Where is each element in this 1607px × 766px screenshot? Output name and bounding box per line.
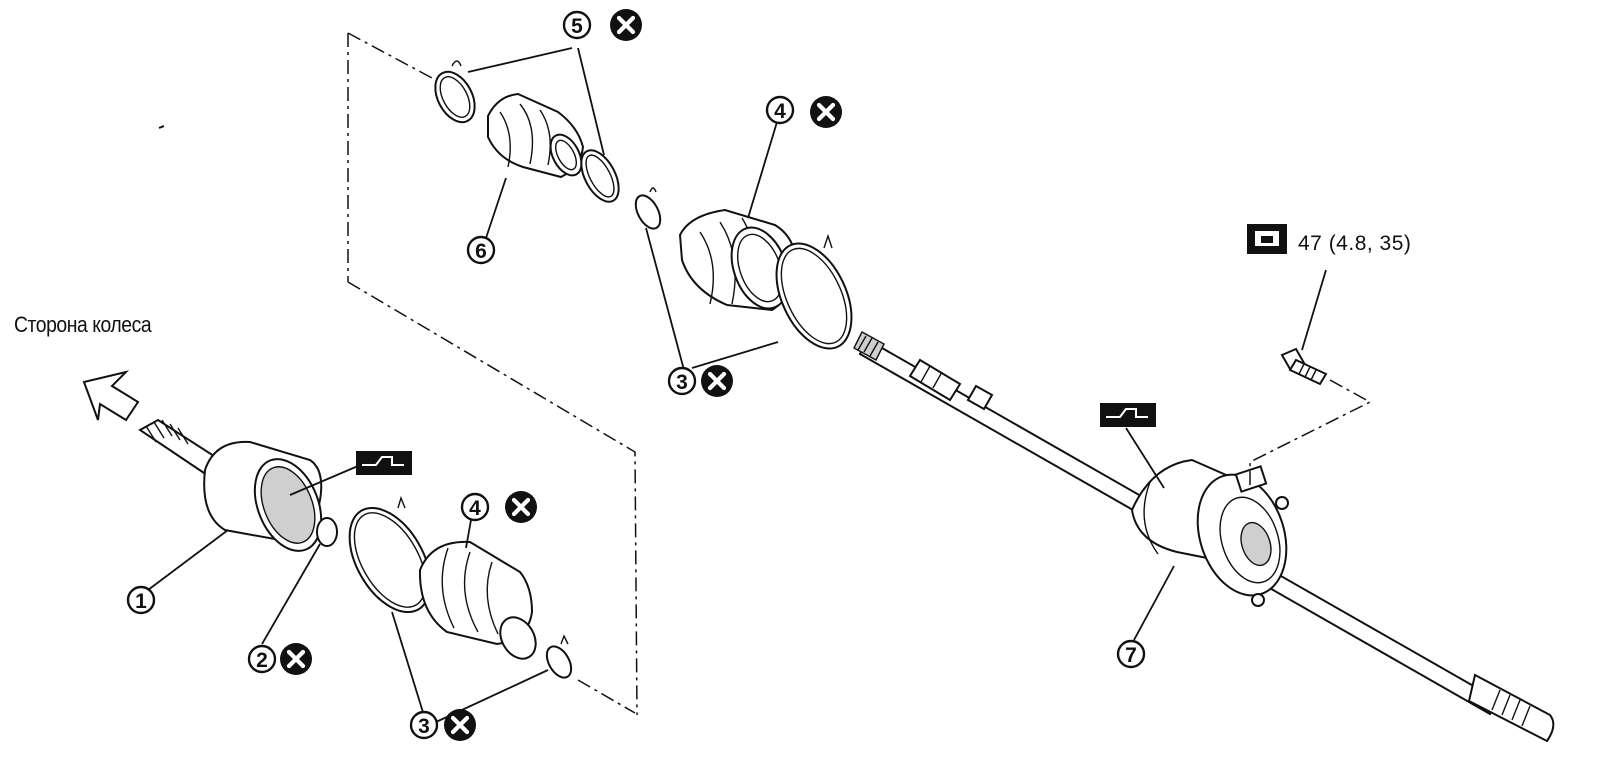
callout-number: 4 xyxy=(774,100,786,123)
x-circle-icon xyxy=(444,709,476,741)
callout-number: 7 xyxy=(1125,644,1137,667)
outlined-arrow-icon xyxy=(82,370,140,422)
callout-2: 2 xyxy=(247,644,277,674)
support-bearing-housing xyxy=(1130,458,1289,607)
wheel-side-label: Сторона колеса xyxy=(14,312,152,337)
callout-6: 6 xyxy=(466,235,496,265)
callout-7: 7 xyxy=(1116,639,1146,669)
upper-boot-assembly xyxy=(434,60,662,230)
callout-1: 1 xyxy=(126,585,156,615)
callout-number: 2 xyxy=(256,649,268,672)
callout-3-lower: 3 xyxy=(409,710,439,740)
callout-3-upper: 3 xyxy=(667,366,697,396)
callout-number: 5 xyxy=(571,15,583,38)
torque-wrench-icon xyxy=(1247,224,1287,254)
callout-number: 3 xyxy=(676,371,688,394)
flange-bolt xyxy=(1249,347,1372,485)
outer-cv-joint xyxy=(138,418,323,552)
grease-symbol-icon xyxy=(356,451,412,475)
circlip xyxy=(316,517,338,547)
callout-number: 6 xyxy=(475,240,487,263)
x-circle-icon xyxy=(280,643,312,675)
grease-symbol-icon xyxy=(1100,403,1156,427)
callout-4-lower: 4 xyxy=(460,492,490,522)
callout-number: 4 xyxy=(469,497,481,520)
stray-mark xyxy=(158,125,165,129)
callout-number: 3 xyxy=(418,715,430,738)
callout-number: 1 xyxy=(135,590,147,613)
leader-lines xyxy=(147,47,1327,723)
upper-large-boot xyxy=(678,208,853,350)
x-circle-icon xyxy=(610,9,642,41)
callout-5: 5 xyxy=(562,10,592,40)
assembly-outline xyxy=(347,32,638,716)
lower-boot-assembly xyxy=(348,495,573,679)
x-circle-icon xyxy=(701,365,733,397)
x-circle-icon xyxy=(505,491,537,523)
torque-spec: 47 (4.8, 35) xyxy=(1298,232,1412,255)
callout-4-upper: 4 xyxy=(765,95,795,125)
x-circle-icon xyxy=(810,96,842,128)
